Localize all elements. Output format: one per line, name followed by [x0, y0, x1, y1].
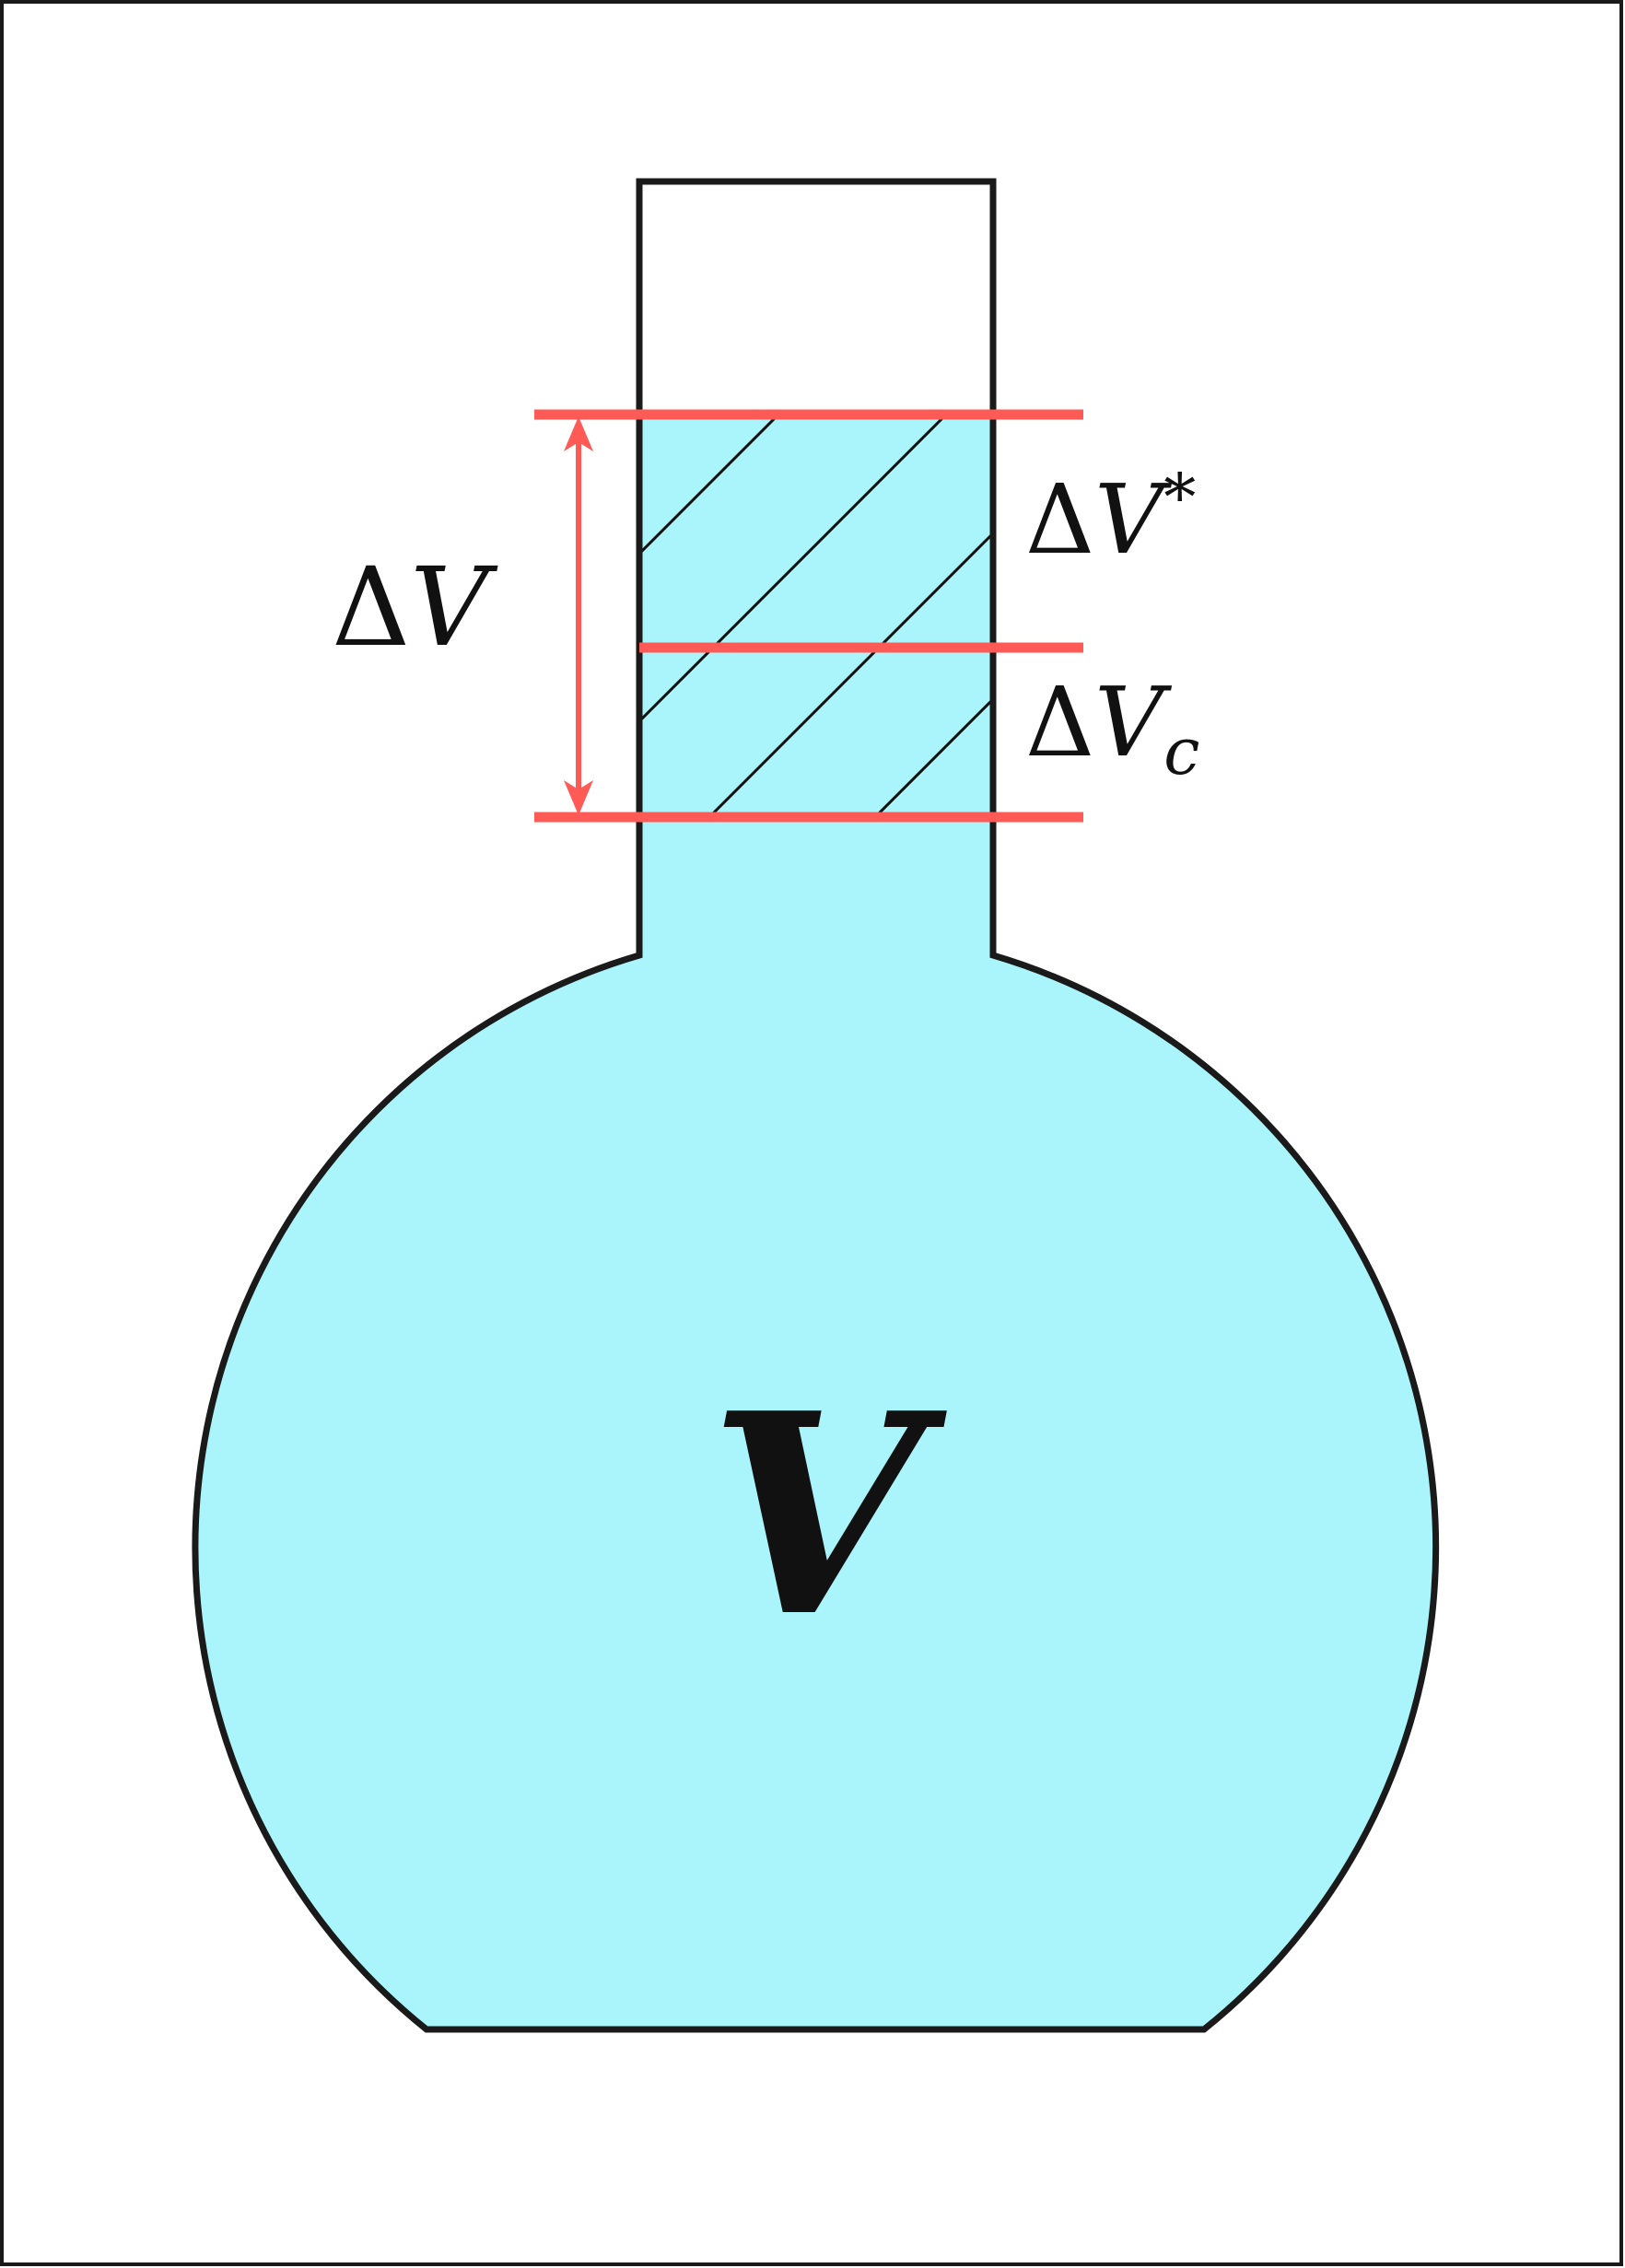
label-delta-v-delta: Δ	[332, 544, 410, 671]
label-delta-v-c-sub: c	[1163, 714, 1199, 789]
label-delta-v-c-delta: Δ	[1025, 666, 1094, 778]
hatch-line	[707, 531, 993, 817]
delta-v-arrow	[564, 416, 593, 815]
label-main-volume: V	[709, 1352, 952, 1678]
hatch-line	[639, 415, 781, 556]
label-delta-v-c: ΔVc	[1025, 666, 1199, 789]
label-delta-v-star-delta: Δ	[1025, 463, 1094, 576]
arrow-head-up	[564, 416, 593, 451]
liquid-fill	[194, 415, 1436, 2029]
hatch-pattern	[639, 415, 993, 817]
label-delta-v-star-var: V	[1094, 463, 1172, 576]
hatch-line	[872, 696, 993, 817]
label-delta-v-star-sup: *	[1163, 460, 1196, 535]
hatch-line	[639, 415, 949, 724]
flask-outline	[192, 178, 1440, 2033]
label-delta-v: ΔV	[332, 544, 498, 671]
arrow-head-down	[564, 780, 593, 815]
label-delta-v-c-var: V	[1094, 666, 1172, 778]
label-delta-v-var: V	[410, 544, 498, 671]
label-delta-v-star: ΔV*	[1025, 460, 1196, 576]
